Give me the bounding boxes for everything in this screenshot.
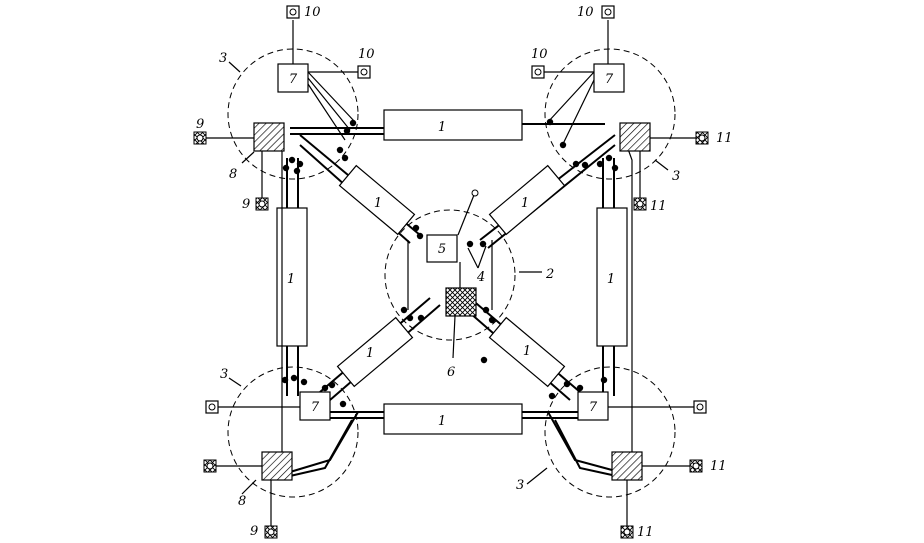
zone-top-right bbox=[544, 48, 676, 180]
tube-diagonal-top-left bbox=[299, 134, 421, 244]
label-3-bottom-left: 3 bbox=[220, 367, 228, 382]
label-4: 4 bbox=[476, 270, 485, 285]
zone-bottom-right bbox=[544, 366, 676, 498]
label-11-bottom-right: 11 bbox=[710, 459, 727, 474]
label-7-tl: 7 bbox=[289, 72, 298, 87]
label-9-lower: 9 bbox=[242, 197, 250, 212]
port-bottom-right bbox=[693, 400, 707, 414]
zone-bottom-left bbox=[227, 366, 359, 498]
label-tube-diag-br: 1 bbox=[523, 344, 531, 359]
unit-6 bbox=[445, 287, 477, 317]
label-tube-top: 1 bbox=[438, 120, 446, 135]
label-11-right: 11 bbox=[716, 131, 733, 146]
label-11-lower: 11 bbox=[650, 199, 667, 214]
label-7-br: 7 bbox=[589, 400, 598, 415]
label-tube-diag-tl: 1 bbox=[374, 196, 382, 211]
port-10-mid-right bbox=[531, 65, 545, 79]
label-3-bottom-right: 3 bbox=[516, 478, 524, 493]
label-10-top-left: 10 bbox=[304, 5, 321, 20]
port-10-mid-left bbox=[357, 65, 371, 79]
tube-right bbox=[596, 158, 628, 396]
port-bottom-left bbox=[205, 400, 219, 414]
tube-diagonal-bottom-right bbox=[461, 297, 581, 401]
label-10-mid-right: 10 bbox=[531, 47, 548, 62]
unit-5 bbox=[426, 234, 458, 263]
port-10-top-left bbox=[286, 5, 300, 19]
label-9-bottom: 9 bbox=[250, 524, 258, 539]
port-11-bottom bbox=[620, 525, 634, 539]
probe-terminal bbox=[471, 189, 479, 197]
unit-7-bottom-left bbox=[299, 391, 331, 421]
tube-diagonal-bottom-left bbox=[319, 297, 441, 401]
zone-center bbox=[384, 209, 516, 341]
junction-dots bbox=[281, 118, 619, 408]
label-10-top-right: 10 bbox=[577, 5, 594, 20]
port-9-lower bbox=[255, 197, 269, 211]
port-11-right bbox=[695, 131, 709, 145]
unit-7-bottom-right bbox=[577, 391, 609, 421]
port-bl-left bbox=[203, 459, 217, 473]
label-tube-left: 1 bbox=[287, 272, 295, 287]
port-11-lower bbox=[633, 197, 647, 211]
port-9-bottom bbox=[264, 525, 278, 539]
tube-top bbox=[290, 109, 605, 141]
tube-bottom bbox=[330, 403, 580, 435]
label-tube-diag-bl: 1 bbox=[366, 346, 374, 361]
label-11-bottom: 11 bbox=[637, 525, 654, 540]
label-tube-diag-tr: 1 bbox=[521, 196, 529, 211]
label-10-mid-left: 10 bbox=[358, 47, 375, 62]
label-tube-bottom: 1 bbox=[438, 414, 446, 429]
label-3-top-left: 3 bbox=[219, 51, 227, 66]
unit-8-top-right bbox=[619, 122, 651, 152]
label-3-top-right: 3 bbox=[672, 169, 680, 184]
label-5: 5 bbox=[438, 242, 446, 257]
unit-8-top-left bbox=[253, 122, 285, 152]
label-7-tr: 7 bbox=[605, 72, 614, 87]
port-10-top-right bbox=[601, 5, 615, 19]
label-8-bottom: 8 bbox=[238, 494, 246, 509]
label-9-left: 9 bbox=[196, 117, 204, 132]
unit-8-bottom-left bbox=[261, 451, 293, 481]
label-7-bl: 7 bbox=[311, 400, 320, 415]
label-2: 2 bbox=[545, 267, 554, 282]
unit-7-top-right bbox=[593, 63, 625, 93]
label-8-top: 8 bbox=[229, 167, 237, 182]
port-11-bottom-right bbox=[689, 459, 703, 473]
port-9-left bbox=[193, 131, 207, 145]
label-6: 6 bbox=[447, 365, 455, 380]
tube-diagonal-top-right bbox=[479, 134, 616, 249]
unit-8-bottom-right bbox=[611, 451, 643, 481]
label-tube-right: 1 bbox=[607, 272, 615, 287]
